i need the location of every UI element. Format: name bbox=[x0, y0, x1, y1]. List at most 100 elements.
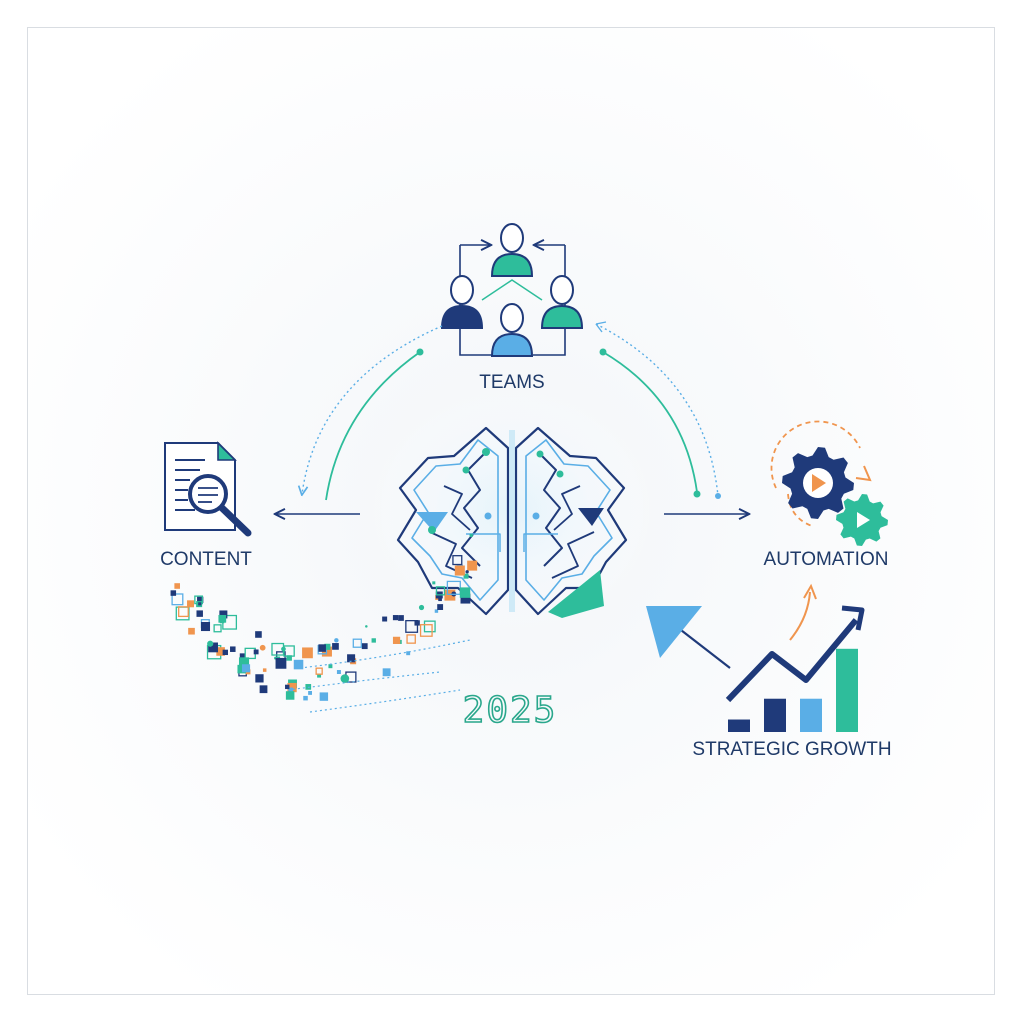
particle bbox=[419, 624, 433, 637]
particle bbox=[452, 555, 463, 566]
particle bbox=[382, 668, 391, 677]
particle bbox=[178, 606, 189, 618]
teams-content-arcs bbox=[302, 325, 443, 501]
particle bbox=[406, 651, 411, 656]
team-icon bbox=[440, 223, 584, 357]
particle bbox=[319, 692, 329, 701]
particle bbox=[285, 691, 295, 700]
particle bbox=[222, 649, 228, 656]
particle bbox=[286, 655, 292, 661]
particle bbox=[317, 673, 322, 678]
particle bbox=[213, 624, 222, 633]
particle bbox=[382, 616, 388, 622]
particle bbox=[347, 654, 356, 663]
particle bbox=[238, 657, 250, 668]
team-member-top bbox=[490, 223, 534, 277]
particle bbox=[465, 570, 469, 574]
growth-chart-icon bbox=[646, 583, 865, 732]
particle bbox=[308, 691, 312, 695]
particle bbox=[230, 646, 236, 652]
particle bbox=[200, 621, 211, 632]
particle bbox=[454, 565, 465, 576]
team-member-right bbox=[540, 275, 584, 329]
particle bbox=[423, 620, 436, 633]
growth-bar bbox=[836, 648, 858, 732]
particle bbox=[418, 604, 425, 611]
particle-flow-line bbox=[287, 671, 441, 691]
particle bbox=[459, 587, 471, 598]
data-particles bbox=[170, 533, 478, 713]
particle bbox=[253, 649, 259, 655]
particle bbox=[437, 604, 444, 610]
growth-bar bbox=[764, 698, 786, 732]
particle bbox=[171, 593, 184, 606]
particle bbox=[170, 590, 177, 596]
particle-flow-line bbox=[299, 639, 471, 669]
particle bbox=[467, 560, 478, 571]
growth-bar bbox=[728, 719, 750, 732]
particle bbox=[435, 586, 446, 596]
particle bbox=[255, 674, 264, 683]
particle bbox=[216, 647, 225, 656]
particle bbox=[406, 634, 416, 644]
particle bbox=[259, 644, 266, 651]
particle-flow-line bbox=[309, 689, 461, 713]
particle bbox=[328, 664, 333, 669]
particle bbox=[207, 640, 214, 647]
year-label: 2025 bbox=[463, 690, 558, 731]
growth-label: STRATEGIC GROWTH bbox=[692, 739, 891, 760]
particle bbox=[188, 627, 195, 635]
document-search-icon bbox=[164, 441, 252, 537]
particle bbox=[239, 653, 246, 659]
particle bbox=[432, 581, 436, 585]
particle bbox=[293, 659, 304, 670]
particle bbox=[392, 636, 401, 644]
particle bbox=[365, 625, 368, 628]
particle bbox=[219, 610, 228, 619]
particle bbox=[315, 667, 323, 675]
particle bbox=[405, 620, 419, 633]
particle bbox=[414, 620, 420, 626]
particle bbox=[271, 642, 285, 656]
particle bbox=[334, 638, 339, 643]
growth-bar bbox=[800, 698, 822, 732]
particle bbox=[352, 638, 362, 648]
teams-automation-arcs bbox=[595, 321, 721, 499]
particle bbox=[398, 615, 404, 621]
particle bbox=[218, 614, 227, 623]
particle bbox=[318, 644, 326, 652]
particle bbox=[174, 583, 180, 589]
brain-circuit-icon bbox=[396, 426, 628, 618]
team-member-bottom bbox=[490, 303, 534, 357]
particle bbox=[285, 684, 290, 690]
particle bbox=[259, 685, 268, 694]
particle bbox=[336, 670, 341, 675]
particle bbox=[255, 631, 262, 638]
automation-label: AUTOMATION bbox=[764, 549, 889, 570]
teams-label: TEAMS bbox=[479, 372, 544, 393]
particle bbox=[303, 695, 308, 701]
particle bbox=[275, 657, 287, 669]
particle bbox=[392, 615, 399, 621]
particle bbox=[242, 664, 251, 673]
gear-play-icon bbox=[770, 420, 888, 546]
content-label: CONTENT bbox=[160, 549, 252, 570]
particle bbox=[361, 643, 368, 650]
particle bbox=[262, 668, 267, 672]
particle bbox=[371, 638, 376, 643]
particle bbox=[187, 600, 195, 608]
particle bbox=[324, 643, 331, 650]
particle bbox=[460, 593, 471, 604]
particle bbox=[302, 647, 313, 659]
particle bbox=[434, 609, 439, 613]
particle bbox=[197, 596, 204, 603]
particle bbox=[208, 642, 218, 653]
particle bbox=[469, 533, 473, 537]
team-member-left bbox=[440, 275, 484, 329]
particle bbox=[444, 589, 456, 601]
particle bbox=[198, 602, 202, 606]
particle bbox=[340, 674, 350, 683]
particle bbox=[288, 687, 294, 692]
particle bbox=[332, 643, 339, 650]
